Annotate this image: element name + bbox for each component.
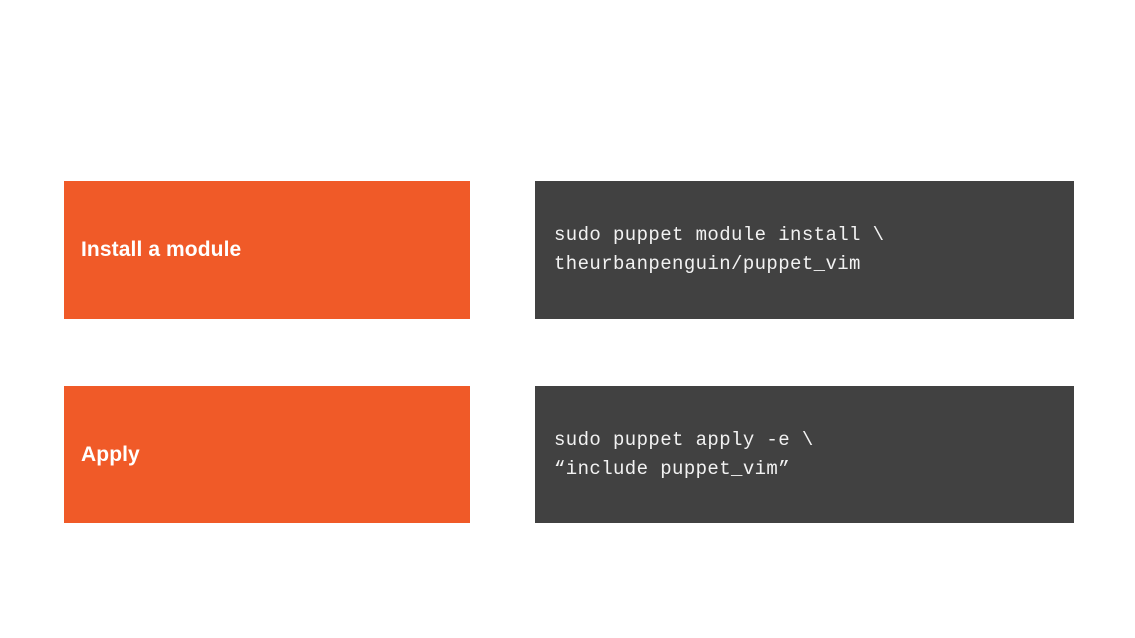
step-label-block-apply: Apply [64,386,470,523]
code-line: theurbanpenguin/puppet_vim [554,253,861,275]
step-label-text: Install a module [81,238,242,262]
instruction-row: Install a module sudo puppet module inst… [0,181,1135,319]
code-line: “include puppet_vim” [554,457,791,480]
step-label-block-install-a-module: Install a module [64,181,470,319]
code-line: sudo puppet module install \ [554,224,885,246]
code-line: sudo puppet apply -e \ [554,428,814,451]
step-label-text: Apply [81,442,140,466]
instruction-row: Apply sudo puppet apply -e \ “include pu… [0,386,1135,523]
code-block-apply: sudo puppet apply -e \ “include puppet_v… [535,386,1074,523]
code-block-install-a-module: sudo puppet module install \ theurbanpen… [535,181,1074,319]
